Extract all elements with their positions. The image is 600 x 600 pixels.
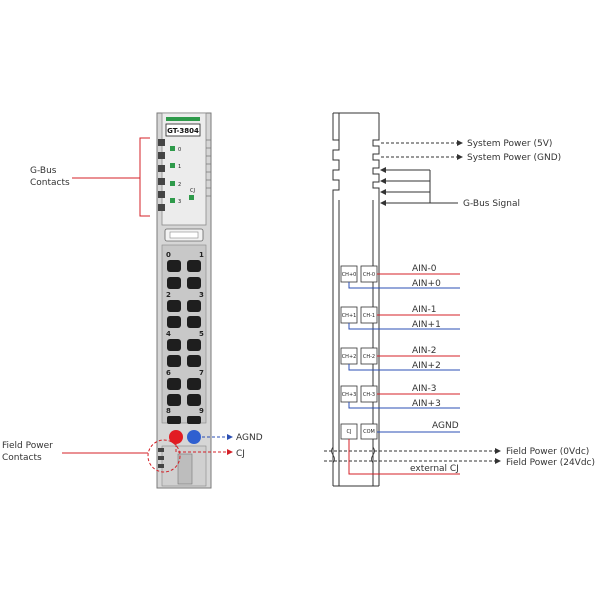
module-cj-label: CJ <box>236 449 245 459</box>
svg-text:CJ: CJ <box>347 429 352 435</box>
svg-text:CH+3: CH+3 <box>342 392 357 398</box>
svg-text:AIN+0: AIN+0 <box>412 279 441 289</box>
led-ch3 <box>170 198 175 203</box>
svg-text:6: 6 <box>166 369 171 377</box>
gbus-signal-label: G-Bus Signal <box>463 199 520 209</box>
svg-text:COM: COM <box>363 429 375 435</box>
agnd-terminal-blue <box>187 430 201 444</box>
field-label-line2: Contacts <box>2 453 42 463</box>
field-power-lines: Field Power (0Vdc) Field Power (24Vdc) <box>324 446 595 468</box>
spring-terminals <box>167 260 201 424</box>
led-cj <box>189 195 194 200</box>
cj-terminal-red <box>169 430 183 444</box>
terminal-numbers: 0 1 2 3 4 5 6 7 8 9 <box>166 251 204 415</box>
channel-1: CH+1 CH-1 AIN-1 AIN+1 <box>340 305 460 330</box>
system-power-lines: System Power (5V) System Power (GND) <box>381 139 561 163</box>
led-ch0 <box>170 146 175 151</box>
model-label: GT-3804 <box>167 127 199 135</box>
field-label-line1: Field Power <box>2 441 53 451</box>
module-illustration: GT-3804 0 1 2 3 CJ <box>147 112 212 489</box>
module-agnd-label: AGND <box>236 433 263 443</box>
svg-text:AIN-1: AIN-1 <box>412 305 437 315</box>
svg-text:8: 8 <box>166 407 171 415</box>
svg-text:AIN+1: AIN+1 <box>412 320 441 330</box>
module-agnd-cj-pointers: AGND CJ <box>175 433 263 459</box>
schematic-outline <box>332 112 380 487</box>
led-ch1 <box>170 163 175 168</box>
svg-text:2: 2 <box>166 291 171 299</box>
terminal-block <box>161 244 207 424</box>
svg-text:AIN-3: AIN-3 <box>412 384 437 394</box>
svg-text:AIN-0: AIN-0 <box>412 264 437 274</box>
gbus-contact-teeth <box>158 139 165 211</box>
svg-text:0: 0 <box>166 251 171 259</box>
led-label-1: 1 <box>178 164 181 170</box>
external-cj-label: external CJ <box>410 464 459 474</box>
svg-text:AIN-2: AIN-2 <box>412 346 437 356</box>
system-power-gnd-label: System Power (GND) <box>467 153 561 163</box>
gbus-signal-lines <box>380 167 458 206</box>
gbus-callout: G-Bus Contacts <box>30 137 150 217</box>
svg-text:AIN+3: AIN+3 <box>412 399 441 409</box>
channel-2: CH+2 CH-2 AIN-2 AIN+2 <box>340 346 460 371</box>
svg-text:CH+0: CH+0 <box>342 272 357 278</box>
channel-0: CH+0 CH-0 AIN-0 AIN+0 <box>340 264 460 289</box>
svg-text:CH-2: CH-2 <box>363 354 375 360</box>
gbus-label-line1: G-Bus <box>30 166 57 176</box>
module-right-notches <box>206 139 212 197</box>
module-green-stripe <box>166 117 200 121</box>
svg-text:CH+1: CH+1 <box>342 313 357 319</box>
svg-text:CH-3: CH-3 <box>363 392 375 398</box>
svg-text:AIN+2: AIN+2 <box>412 361 441 371</box>
led-label-0: 0 <box>178 147 181 153</box>
svg-text:CH+2: CH+2 <box>342 354 357 360</box>
system-power-5v-label: System Power (5V) <box>467 139 552 149</box>
channel-leds: 0 1 2 3 CJ <box>170 146 195 205</box>
svg-text:CH-0: CH-0 <box>363 272 375 278</box>
led-label-3: 3 <box>178 199 181 205</box>
field-power-0v-label: Field Power (0Vdc) <box>506 447 589 457</box>
led-label-2: 2 <box>178 182 181 188</box>
svg-text:1: 1 <box>199 251 204 259</box>
gbus-label-line2: Contacts <box>30 178 70 188</box>
svg-text:7: 7 <box>199 369 204 377</box>
led-label-cj: CJ <box>190 188 195 194</box>
svg-text:CH-1: CH-1 <box>363 313 375 319</box>
svg-text:3: 3 <box>199 291 204 299</box>
model-label-box <box>165 123 201 137</box>
led-ch2 <box>170 181 175 186</box>
external-cj-line: external CJ <box>348 439 460 475</box>
field-power-highlight <box>147 439 181 473</box>
channel-3: CH+3 CH-3 AIN-3 AIN+3 <box>340 384 460 409</box>
cj-com-section: CJ COM AGND <box>340 421 460 440</box>
svg-text:5: 5 <box>199 330 204 338</box>
field-power-callout: Field Power Contacts <box>2 441 148 463</box>
field-power-24v-label: Field Power (24Vdc) <box>506 458 595 468</box>
schematic-agnd-label: AGND <box>432 421 459 431</box>
field-power-contact-teeth <box>158 448 164 468</box>
svg-text:4: 4 <box>166 330 171 338</box>
svg-text:9: 9 <box>199 407 204 415</box>
